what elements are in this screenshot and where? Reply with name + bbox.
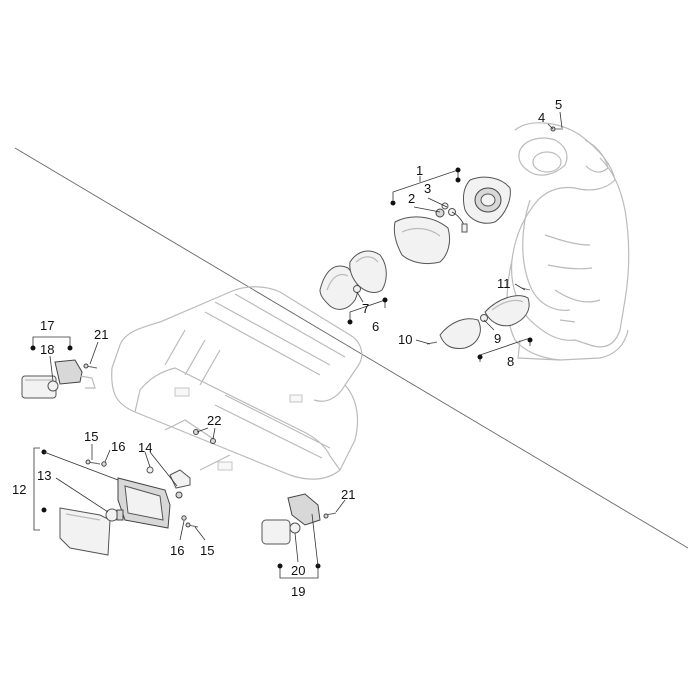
callout-13: 13 bbox=[37, 468, 51, 483]
headlamp-housing bbox=[462, 176, 511, 224]
callout-16b: 16 bbox=[170, 543, 184, 558]
bulb-9 bbox=[480, 314, 488, 322]
bulb-socket bbox=[435, 202, 468, 233]
callout-14: 14 bbox=[138, 440, 152, 455]
turn-lamp-left-body bbox=[349, 250, 387, 293]
screw-15a bbox=[85, 459, 101, 465]
callout-labels: 1 2 3 4 5 6 7 8 9 10 11 12 13 14 15 15 1… bbox=[12, 97, 562, 599]
callout-leaders bbox=[30, 111, 563, 579]
scooter-front-shield bbox=[506, 122, 630, 361]
callout-19: 19 bbox=[291, 584, 305, 599]
bulb-13 bbox=[105, 508, 124, 522]
screw-21a bbox=[83, 363, 98, 369]
callout-2: 2 bbox=[408, 191, 415, 206]
callout-1: 1 bbox=[416, 163, 423, 178]
screw-11 bbox=[521, 287, 531, 291]
rear-turn-lamp-right bbox=[261, 493, 321, 545]
screw-21b bbox=[323, 512, 337, 519]
callout-8: 8 bbox=[507, 354, 514, 369]
callout-4: 4 bbox=[538, 110, 545, 125]
turn-lamp-right-lens bbox=[439, 318, 481, 349]
callout-15a: 15 bbox=[84, 429, 98, 444]
callout-3: 3 bbox=[424, 181, 431, 196]
callout-12: 12 bbox=[12, 482, 26, 497]
callout-6: 6 bbox=[372, 319, 379, 334]
separator-line bbox=[14, 147, 689, 549]
washer-16a bbox=[101, 461, 107, 467]
callout-21b: 21 bbox=[341, 487, 355, 502]
callout-5: 5 bbox=[555, 97, 562, 112]
tail-light-lens bbox=[59, 507, 111, 556]
callout-22: 22 bbox=[207, 413, 221, 428]
callout-18: 18 bbox=[40, 342, 54, 357]
callout-7: 7 bbox=[362, 301, 369, 316]
turn-lamp-left-lens bbox=[319, 265, 359, 310]
luggage-rack bbox=[111, 286, 363, 480]
callout-16a: 16 bbox=[111, 439, 125, 454]
rear-turn-lamp-left bbox=[21, 359, 83, 399]
callout-9: 9 bbox=[494, 331, 501, 346]
callout-15b: 15 bbox=[200, 543, 214, 558]
tail-light-housing bbox=[117, 477, 171, 529]
callout-17: 17 bbox=[40, 318, 54, 333]
callout-10: 10 bbox=[398, 332, 412, 347]
turn-lamp-right-body bbox=[484, 295, 530, 327]
callout-11: 11 bbox=[497, 276, 511, 291]
washer-16b bbox=[181, 515, 187, 521]
bracket-small bbox=[79, 375, 96, 389]
screw-15b bbox=[185, 522, 199, 528]
callout-21a: 21 bbox=[94, 327, 108, 342]
callout-20: 20 bbox=[291, 563, 305, 578]
headlamp-lens bbox=[393, 216, 451, 265]
bulb-7 bbox=[353, 285, 361, 293]
